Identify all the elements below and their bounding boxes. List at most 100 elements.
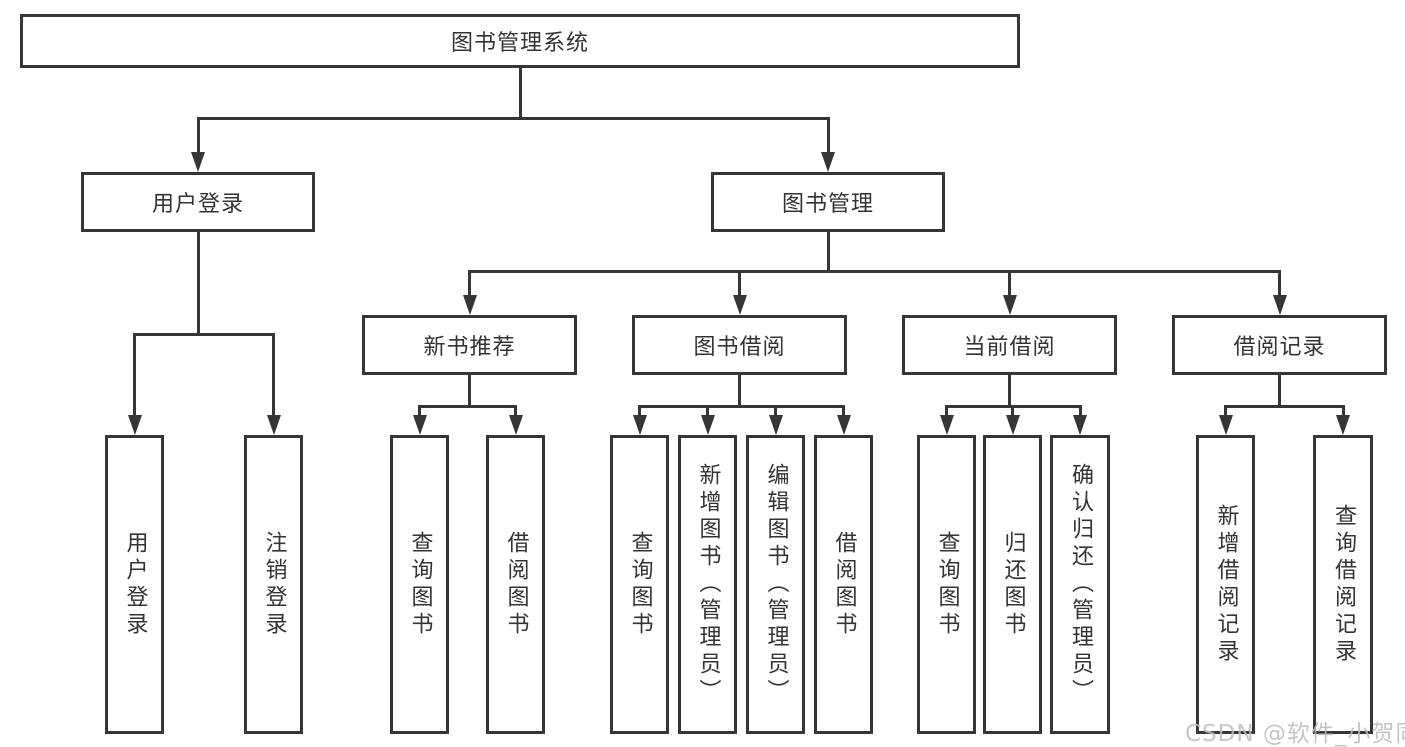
connector-arrow (836, 405, 851, 435)
connector-line (518, 68, 522, 120)
node-borrow-records: 借阅记录 (1172, 315, 1387, 375)
connector-line (196, 232, 200, 336)
arrowhead-down-icon (700, 415, 715, 435)
leaf-add-books-admin: 新增图书（管理员） (678, 435, 737, 734)
connector-line (1008, 270, 1011, 295)
connector-arrow (1218, 405, 1233, 435)
connector-arrow (266, 333, 281, 435)
leaf-return-books: 归还图书 (983, 435, 1042, 734)
leaf-label: 查询借阅记录 (1331, 503, 1356, 666)
connector-line (133, 333, 136, 415)
arrowhead-down-icon (266, 415, 281, 435)
arrowhead-down-icon (768, 415, 783, 435)
connector-arrow (700, 405, 715, 435)
connector-arrow (821, 117, 835, 172)
connector-line (1224, 405, 1344, 408)
connector-line (738, 375, 741, 408)
connector-line (1008, 375, 1011, 408)
node-book-management: 图书管理 (711, 172, 945, 232)
arrowhead-down-icon (508, 415, 523, 435)
connector-arrow (191, 117, 205, 172)
leaf-label: 注销登录 (261, 530, 287, 639)
arrowhead-down-icon (632, 415, 647, 435)
leaf-borrow-books-recommend: 借阅图书 (486, 435, 545, 734)
connector-arrow (732, 270, 747, 315)
connector-line (1341, 405, 1345, 415)
connector-line (196, 117, 830, 120)
connector-line (514, 405, 517, 415)
connector-line (738, 270, 741, 295)
connector-arrow (1272, 270, 1287, 315)
arrowhead-down-icon (412, 415, 427, 435)
leaf-label: 新增图书（管理员） (695, 463, 721, 706)
leaf-label: 查询图书 (407, 530, 433, 639)
connector-arrow (462, 270, 477, 315)
connector-arrow (939, 405, 954, 435)
connector-arrow (1005, 405, 1020, 435)
connector-arrow (632, 405, 647, 435)
leaf-label: 用户登录 (122, 530, 148, 639)
connector-line (826, 232, 830, 273)
connector-line (638, 405, 641, 415)
arrowhead-down-icon (732, 295, 747, 315)
connector-line (638, 405, 845, 408)
connector-line (468, 375, 471, 408)
leaf-query-books-borrow: 查询图书 (610, 435, 669, 734)
connector-line (1224, 405, 1227, 415)
leaf-logout: 注销登录 (244, 435, 303, 734)
arrowhead-down-icon (939, 415, 954, 435)
connector-line (1078, 405, 1082, 415)
connector-line (418, 405, 421, 415)
arrowhead-down-icon (1336, 415, 1350, 435)
connector-line (945, 405, 948, 415)
connector-arrow (1336, 405, 1350, 435)
leaf-add-borrow-record: 新增借阅记录 (1196, 435, 1255, 734)
arrowhead-down-icon (1218, 415, 1233, 435)
arrowhead-down-icon (1073, 415, 1087, 435)
connector-line (418, 405, 517, 408)
connector-line (196, 117, 200, 152)
connector-arrow (508, 405, 523, 435)
leaf-confirm-return-admin: 确认归还（管理员） (1050, 435, 1110, 734)
leaf-label: 借阅图书 (831, 530, 857, 639)
leaf-query-books-recommend: 查询图书 (390, 435, 449, 734)
connector-line (1278, 270, 1281, 295)
arrowhead-down-icon (821, 152, 835, 172)
node-current-borrow: 当前借阅 (902, 315, 1117, 375)
arrowhead-down-icon (1272, 295, 1287, 315)
connector-line (842, 405, 845, 415)
connector-line (774, 405, 777, 415)
csdn-watermark: CSDN @软件_小贺同学 (1185, 721, 1405, 747)
node-new-book-recommend: 新书推荐 (362, 315, 577, 375)
arrowhead-down-icon (1002, 295, 1017, 315)
connector-arrow (412, 405, 427, 435)
leaf-label: 查询图书 (627, 530, 653, 639)
leaf-edit-books-admin: 编辑图书（管理员） (746, 435, 805, 734)
connector-line (272, 333, 275, 415)
connector-line (468, 270, 471, 295)
connector-arrow (127, 333, 142, 435)
node-book-borrow: 图书借阅 (632, 315, 847, 375)
node-root: 图书管理系统 (20, 14, 1020, 68)
arrowhead-down-icon (191, 152, 205, 172)
leaf-label: 借阅图书 (503, 530, 529, 639)
connector-line (133, 333, 275, 336)
arrowhead-down-icon (462, 295, 477, 315)
connector-arrow (1073, 405, 1087, 435)
leaf-label: 编辑图书（管理员） (763, 463, 789, 706)
arrowhead-down-icon (1005, 415, 1020, 435)
arrowhead-down-icon (836, 415, 851, 435)
leaf-query-borrow-record: 查询借阅记录 (1313, 435, 1373, 734)
leaf-label: 查询图书 (934, 530, 960, 639)
connector-line (1011, 405, 1014, 415)
connector-arrow (1002, 270, 1017, 315)
leaf-label: 新增借阅记录 (1213, 503, 1239, 666)
connector-line (468, 270, 1281, 273)
leaf-borrow-books: 借阅图书 (814, 435, 873, 734)
leaf-query-books-current: 查询图书 (917, 435, 976, 734)
connector-line (826, 117, 830, 152)
connector-line (706, 405, 709, 415)
connector-line (1278, 375, 1281, 408)
leaf-label: 归还图书 (1000, 530, 1026, 639)
